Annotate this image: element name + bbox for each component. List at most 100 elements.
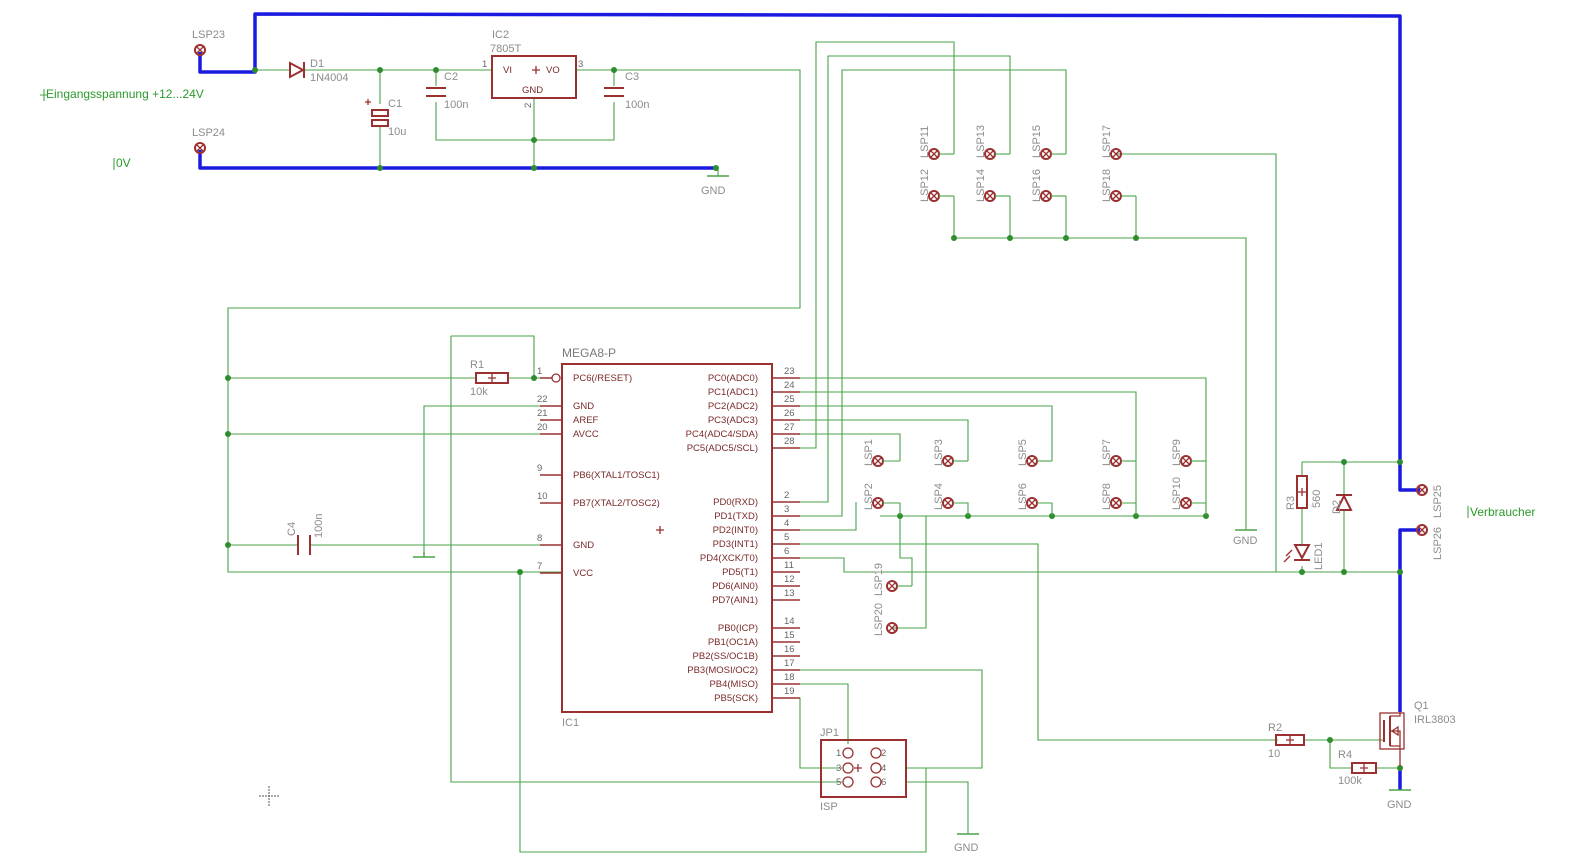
mega8-right-pin-name: PC5(ADC5/SCL): [687, 443, 758, 454]
mega8-left-pin-number: 22: [537, 394, 548, 405]
pad-label-lsp5: LSP5: [1017, 439, 1029, 466]
pad-label-lsp20: LSP20: [873, 603, 885, 636]
mega8-right-pin-number: 25: [784, 394, 795, 405]
pad-stub: [1121, 502, 1137, 516]
mega8-right-pin-name: PC4(ADC4/SDA): [686, 429, 758, 440]
ic2-vo: VO: [546, 65, 560, 76]
pad-label-lsp14: LSP14: [975, 169, 987, 202]
resistor-r3: [1296, 475, 1308, 509]
mega8-right-pin-number: 2: [784, 490, 789, 501]
ic1-value: MEGA8-P: [562, 346, 616, 360]
mega8-right-pin-number: 24: [784, 380, 795, 391]
pad-label-lsp15: LSP15: [1031, 125, 1043, 158]
mega8-right-pin-number: 4: [784, 518, 789, 529]
mega8-right-pin-number: 27: [784, 422, 795, 433]
mega8-right-pin-number: 13: [784, 588, 795, 599]
mega8-right-pin-name: PB5(SCK): [714, 693, 758, 704]
net-label-input-marker: [40, 89, 48, 101]
pad-label-lsp3: LSP3: [933, 439, 945, 466]
d2-name: D2: [1331, 500, 1343, 514]
mega8-left-pins: 1PC6(/RESET)22GND21AREF20AVCC9PB6(XTAL1/…: [537, 366, 660, 579]
pad-lsp25: [1416, 484, 1428, 496]
regulator-ic2: VI VO GND: [491, 55, 577, 99]
pad-stub: [1037, 502, 1053, 516]
mega8-right-pin-name: PC2(ADC2): [708, 401, 758, 412]
capacitor-c3: [604, 87, 624, 97]
capacitor-c2: [426, 87, 446, 97]
mega8-right-pin-name: PB1(OC1A): [708, 637, 758, 648]
r1-name: R1: [470, 359, 484, 371]
mega8-left-pin-name: GND: [573, 540, 594, 551]
net-label-input-voltage: Eingangsspannung +12...24V: [46, 87, 204, 101]
pad-label-lsp9: LSP9: [1171, 439, 1183, 466]
led-led1: [1283, 544, 1311, 563]
crosshair-cursor-icon: [259, 786, 279, 806]
r3-value: 560: [1311, 490, 1323, 508]
capacitor-c1: [365, 99, 389, 127]
pad-label-lsp8: LSP8: [1101, 483, 1113, 510]
mega8-left-pin-number: 21: [537, 408, 548, 419]
mega8-left-pin-name: PB7(XTAL2/TOSC2): [573, 498, 660, 509]
jp1-name: JP1: [820, 727, 839, 739]
mega8-left-pin-number: 8: [537, 533, 542, 544]
mega8-left-pin-name: PB6(XTAL1/TOSC1): [573, 470, 660, 481]
ic2-name: IC2: [492, 29, 509, 41]
diode-d2: [1335, 493, 1353, 511]
mega8-right-pin-number: 16: [784, 644, 795, 655]
r4-value: 100k: [1338, 775, 1362, 787]
ic2-vi: VI: [503, 65, 512, 76]
mega8-right-pin-number: 28: [784, 436, 795, 447]
jp1-pin2: 2: [881, 748, 886, 759]
led1-name: LED1: [1313, 542, 1325, 570]
mega8-right-pin-name: PC3(ADC3): [708, 415, 758, 426]
resistor-r2: [1275, 734, 1305, 746]
ic2-pin1: 1: [482, 59, 487, 70]
wires: [227, 41, 1400, 853]
mega8-right-pin-name: PB2(SS/OC1B): [693, 651, 758, 662]
mega8-right-pin-name: PB3(MOSI/OC2): [687, 665, 758, 676]
mega8-right-pin-name: PD3(INT1): [713, 539, 758, 550]
pad-lsp26-label: LSP26: [1432, 527, 1444, 560]
mega8-right-pin-name: PD1(TXD): [714, 511, 758, 522]
mega8-right-pin-name: PD4(XCK/T0): [700, 553, 758, 564]
mega8-right-pin-number: 26: [784, 408, 795, 419]
mega8-right-pin-number: 17: [784, 658, 795, 669]
resistor-r4: [1351, 762, 1377, 774]
pad-lsp26: [1416, 524, 1428, 536]
mega8-right-pin-name: PD0(RXD): [713, 497, 758, 508]
mega8-right-pin-name: PD7(AIN1): [712, 595, 758, 606]
mega8-left-pin-number: 10: [537, 491, 548, 502]
pad-label-lsp6: LSP6: [1017, 483, 1029, 510]
pad-lsp17: [1110, 148, 1122, 160]
resistor-r1: [475, 372, 561, 384]
mega8-right-pin-number: 6: [784, 546, 789, 557]
power-bus: [198, 12, 1420, 790]
c2-name: C2: [444, 71, 458, 83]
r2-name: R2: [1268, 722, 1282, 734]
mega8-right-pin-number: 5: [784, 532, 789, 543]
mega8-right-pin-name: PD2(INT0): [713, 525, 758, 536]
mega8-left-pin-name: PC6(/RESET): [573, 373, 632, 384]
pad-stub: [953, 502, 969, 516]
jp1-pin3: 3: [836, 763, 841, 774]
r1-value: 10k: [470, 386, 488, 398]
mega8-right-pin-number: 14: [784, 616, 795, 627]
jp1-value: ISP: [820, 801, 838, 813]
jp1-pin6: 6: [881, 777, 886, 788]
c3-name: C3: [625, 71, 639, 83]
isp-header-jp1: 1 2 3 4 5 6: [820, 739, 907, 798]
pad-stub: [883, 502, 901, 516]
pad-label-lsp19: LSP19: [873, 563, 885, 596]
net-label-zero-volt: 0V: [116, 156, 131, 170]
pad-label-lsp18: LSP18: [1101, 169, 1113, 202]
mega8-left-pin-name: AVCC: [573, 429, 599, 440]
gnd-symbols: [413, 175, 1411, 835]
jp1-pin1: 1: [836, 748, 841, 759]
mega8-right-pin-number: 12: [784, 574, 795, 585]
mega8-right-pin-name: PD5(T1): [722, 567, 758, 578]
q1-name: Q1: [1414, 700, 1429, 712]
mega8-left-pin-name: GND: [573, 401, 594, 412]
pad-label-lsp11: LSP11: [919, 126, 931, 158]
junction-dots: [225, 67, 1403, 771]
c4-name: C4: [286, 522, 298, 536]
